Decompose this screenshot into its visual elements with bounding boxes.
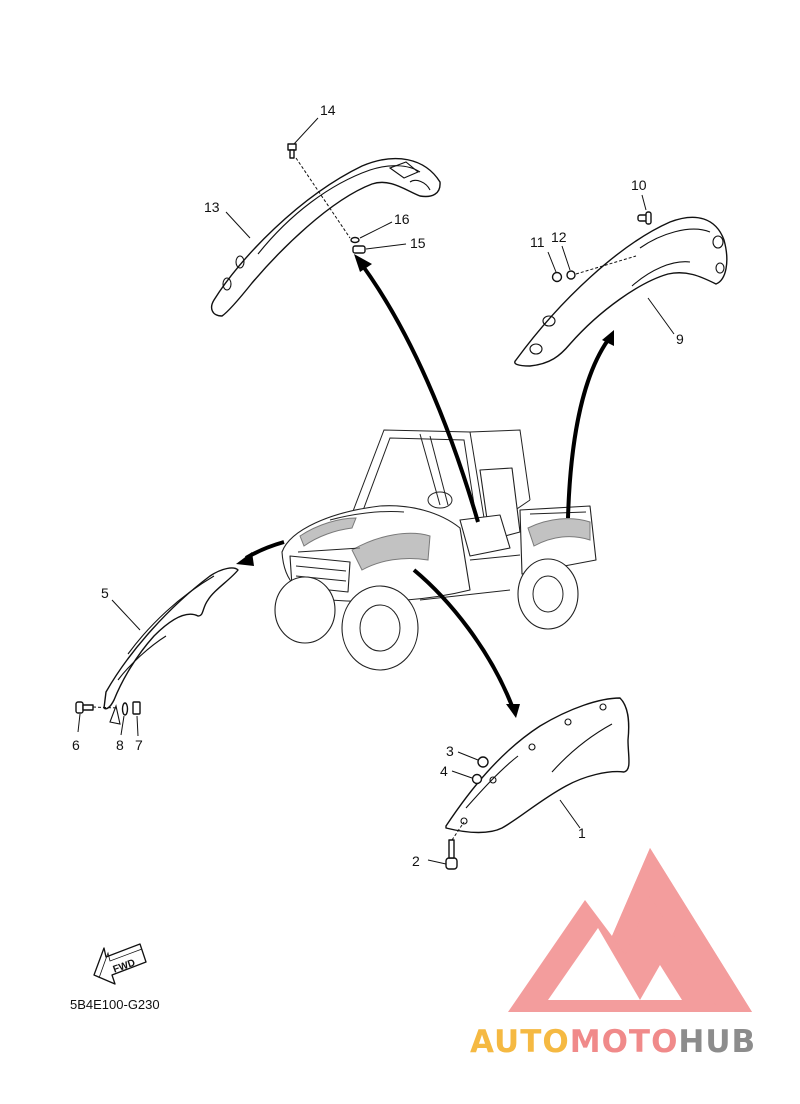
part-9-rear-flare [514,216,728,367]
part-8-washer [121,702,129,716]
watermark-hub: HUB [678,1024,756,1060]
watermark-brand: AUTOMOTOHUB [470,1024,756,1060]
part-14-screw [287,143,297,159]
part-15-nut [352,245,366,254]
arrow-to-front-flare [412,568,520,718]
callout-14: 14 [320,102,336,118]
part-11-nut [551,271,563,283]
part-12-washer [566,270,576,280]
utv-vehicle [274,429,597,671]
svg-text:AUTOMOTOHUB: AUTOMOTOHUB [470,1024,756,1060]
part-13-roof-trim [210,157,441,317]
arrow-to-front-trim [236,540,285,566]
callout-8: 8 [116,737,124,753]
callout-11: 11 [530,234,545,250]
callout-7: 7 [135,737,143,753]
leader-lines [77,117,675,865]
part-1-front-flare [445,697,630,834]
callout-3: 3 [446,743,454,759]
callout-15: 15 [410,235,426,251]
fwd-direction-indicator: FWD [93,943,147,985]
part-2-bolt [445,839,458,870]
callout-12: 12 [551,229,567,245]
watermark-auto: AUTO [470,1024,570,1060]
arrow-to-roof-trim [354,254,480,523]
watermark-moto: MOTO [570,1024,679,1060]
callout-labels: 1 2 3 4 5 6 7 8 9 10 11 12 13 14 15 16 [72,102,684,869]
callout-13: 13 [204,199,220,215]
diagram-code: 5B4E100-G230 [70,997,160,1012]
part-16-washer [350,236,360,244]
callout-1: 1 [578,825,586,841]
callout-2: 2 [412,853,420,869]
part-10-screw [637,211,652,225]
part-7-nut [132,701,141,715]
callout-16: 16 [394,211,410,227]
part-4-washer [471,773,483,785]
part-5-front-trim [103,567,239,725]
callout-9: 9 [676,331,684,347]
callout-5: 5 [101,585,109,601]
part-6-bolt [75,701,94,714]
callout-4: 4 [440,763,448,779]
arrow-to-rear-flare [566,330,614,519]
part-3-nut [477,756,489,768]
callout-6: 6 [72,737,80,753]
callout-10: 10 [631,177,647,193]
watermark-logo [508,848,752,1012]
